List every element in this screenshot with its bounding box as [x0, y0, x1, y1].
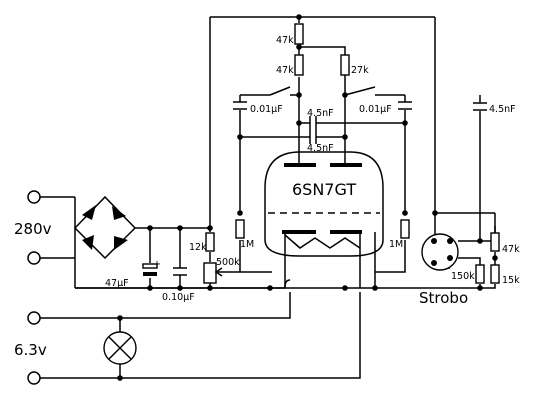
label-c-far-right: 4.5nF [489, 104, 516, 115]
vacuum-tube [264, 151, 384, 257]
pilot-lamp [103, 331, 137, 365]
diode-3 [82, 235, 94, 250]
resistors [205, 23, 500, 284]
capacitors [142, 101, 487, 276]
capacitor-001uf-right [398, 101, 412, 110]
resistor-47k-right [490, 232, 500, 252]
strobo-socket [421, 233, 459, 271]
capacitor-45nf-upper [309, 116, 317, 130]
label-c-010uf: 0.10µF [162, 292, 195, 303]
terminal-lv-2 [27, 371, 41, 385]
terminal-lv-1 [27, 311, 41, 325]
label-r-top-1: 47k [276, 35, 294, 46]
resistor-1m-left [235, 219, 245, 239]
label-r-top-3: 27k [351, 65, 369, 76]
terminal-hv-1 [27, 190, 41, 204]
capacitor-45nf-lower [309, 130, 317, 144]
resistor-15k [490, 264, 500, 284]
label-r-top-2: 47k [276, 65, 294, 76]
label-r-1m-right: 1M [389, 239, 403, 250]
label-tube-name: 6SN7GT [292, 180, 356, 199]
bridge-rectifier [73, 195, 137, 260]
capacitor-47uf [142, 263, 158, 276]
label-r-150k: 150k [451, 271, 475, 282]
label-supply-hv: 280v [14, 220, 52, 238]
label-r-12k: 12k [189, 242, 207, 253]
diode-4 [114, 236, 128, 250]
capacitor-001uf-left [233, 101, 247, 110]
label-r-47k-right: 47k [502, 244, 520, 255]
terminals [27, 190, 41, 385]
diode-1 [82, 205, 96, 220]
potentiometer-500k [203, 262, 223, 284]
terminal-hv-2 [27, 251, 41, 265]
resistor-12k [205, 232, 215, 252]
label-c-mid-bottom: 4.5nF [307, 143, 334, 154]
label-strobo: Strobo [419, 289, 468, 307]
label-c-47uf: 47µF [105, 278, 129, 289]
capacitor-010uf [173, 267, 187, 276]
resistor-47k-second [294, 54, 304, 76]
resistor-1m-right [400, 219, 410, 239]
label-c-polarity: + [153, 259, 161, 270]
capacitor-45nf-right [473, 102, 487, 111]
labels: 47k 47k 27k 0.01µF 4.5nF 0.01µF 4.5nF 4.… [14, 35, 520, 359]
resistor-27k [340, 54, 350, 76]
label-c-right: 0.01µF [359, 104, 392, 115]
resistor-150k [475, 264, 485, 284]
label-c-mid-top: 4.5nF [307, 108, 334, 119]
resistor-47k-top [294, 23, 304, 45]
label-pot-500k: 500k [216, 257, 240, 268]
wiring [34, 16, 496, 379]
diode-2 [112, 206, 126, 220]
label-supply-lv: 6.3v [14, 341, 47, 359]
label-r-15k: 15k [502, 275, 520, 286]
junction-dots [117, 14, 498, 381]
label-c-left: 0.01µF [250, 104, 283, 115]
label-r-1m-left: 1M [240, 239, 254, 250]
